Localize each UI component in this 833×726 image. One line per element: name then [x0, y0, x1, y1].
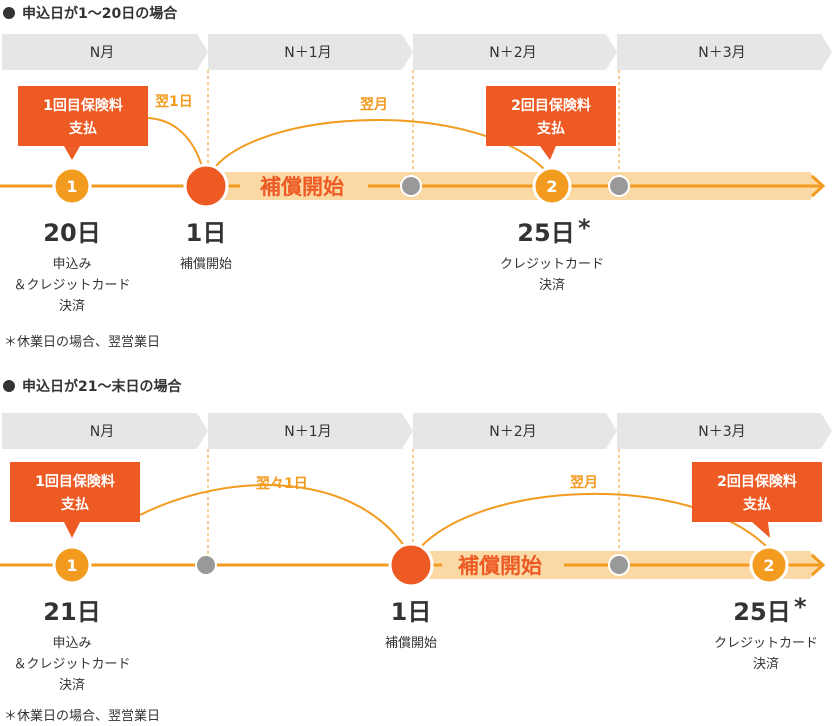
point-1-desc: 申込み — [52, 636, 91, 651]
callout-line: 1回目保険料 — [43, 97, 123, 114]
point-1-desc: ＆クレジットカード — [13, 657, 130, 672]
month-label: N＋1月 — [284, 45, 331, 61]
point-2-day: 1日 — [186, 219, 227, 247]
coverage-start-label: 補償開始 — [457, 554, 542, 578]
month-label: N＋1月 — [284, 424, 331, 440]
point-1-desc: 決済 — [59, 298, 85, 314]
point-1-day: 21日 — [43, 598, 100, 626]
month-segment — [413, 34, 617, 70]
month-label: N月 — [90, 424, 114, 440]
point-3-desc: クレジットカード — [500, 257, 604, 272]
callout-first-payment: 1回目保険料 支払 — [18, 86, 148, 160]
section-2-heading: 申込日が21～末日の場合 — [22, 378, 182, 395]
point-3-star: * — [578, 214, 591, 242]
marker-2 — [749, 545, 789, 585]
point-3-desc: 決済 — [753, 656, 779, 672]
point-1-desc: ＆クレジットカード — [13, 278, 130, 293]
callout-line: 支払 — [68, 120, 97, 137]
callout-first-payment: 1回目保険料 支払 — [10, 462, 140, 538]
month-label: N月 — [90, 45, 114, 61]
gray-dot — [195, 554, 217, 576]
section-1-heading: 申込日が1～20日の場合 — [22, 5, 178, 22]
month-label: N＋2月 — [489, 424, 536, 440]
point-3-desc: 決済 — [539, 277, 565, 293]
point-1-day: 20日 — [43, 219, 100, 247]
point-1-desc: 決済 — [59, 677, 85, 693]
callout-line: 支払 — [536, 120, 565, 137]
month-segment — [617, 34, 832, 70]
callout-line: 支払 — [742, 496, 771, 513]
month-segment — [413, 413, 617, 449]
timeline-arrow-icon — [810, 174, 826, 198]
month-segment — [2, 34, 208, 70]
point-2-day: 1日 — [391, 598, 432, 626]
callout-line: 支払 — [60, 496, 89, 513]
callout-line: 2回目保険料 — [717, 473, 797, 490]
arc-label: 翌1日 — [155, 94, 193, 110]
section-1: 申込日が1～20日の場合 N月 N＋1月 N＋2月 N＋3月 翌1日 翌月 補償… — [0, 5, 832, 350]
month-label: N＋3月 — [698, 424, 745, 440]
month-bar: N月 N＋1月 N＋2月 N＋3月 — [2, 34, 832, 70]
point-3-star: * — [794, 593, 807, 621]
point-3-desc: クレジットカード — [714, 636, 818, 651]
coverage-start-dot — [183, 163, 229, 209]
point-2-desc: 補償開始 — [385, 636, 437, 651]
arc-after-next-1st — [139, 484, 411, 556]
month-label: N＋3月 — [698, 45, 745, 61]
footnote: ＊休業日の場合、翌営業日 — [4, 334, 160, 350]
marker-1 — [52, 166, 92, 206]
timeline-arrow-icon — [810, 553, 826, 577]
band-label-bg — [442, 555, 564, 575]
callout-line: 1回目保険料 — [35, 473, 115, 490]
callout-second-payment: 2回目保険料 支払 — [692, 462, 822, 538]
point-3-day: 25日 — [733, 598, 790, 626]
month-bar: N月 N＋1月 N＋2月 N＋3月 — [2, 413, 832, 449]
coverage-start-dot — [388, 542, 434, 588]
marker-2-label: 2 — [763, 556, 774, 575]
point-3-day: 25日 — [517, 219, 574, 247]
bullet-icon — [3, 7, 15, 19]
section-2: 申込日が21～末日の場合 N月 N＋1月 N＋2月 N＋3月 翌々1日 翌月 補… — [0, 378, 832, 724]
coverage-start-label: 補償開始 — [259, 175, 344, 199]
month-segment — [208, 34, 413, 70]
point-1-desc: 申込み — [52, 257, 91, 272]
month-segment — [2, 413, 208, 449]
marker-1 — [52, 545, 92, 585]
marker-1-label: 1 — [66, 177, 77, 196]
gray-dot — [608, 554, 630, 576]
callout-second-payment: 2回目保険料 支払 — [486, 86, 616, 160]
marker-1-label: 1 — [66, 556, 77, 575]
gray-dot — [608, 175, 630, 197]
gray-dot — [400, 175, 422, 197]
arc-label: 翌月 — [570, 475, 598, 491]
footnote: ＊休業日の場合、翌営業日 — [4, 708, 160, 724]
bullet-icon — [3, 380, 15, 392]
month-segment — [208, 413, 413, 449]
marker-2-label: 2 — [546, 177, 557, 196]
arc-label: 翌月 — [360, 97, 388, 113]
point-2-desc: 補償開始 — [180, 257, 232, 272]
month-label: N＋2月 — [489, 45, 536, 61]
band-label-bg — [240, 176, 368, 196]
arc-label: 翌々1日 — [256, 476, 308, 492]
month-segment — [617, 413, 832, 449]
callout-line: 2回目保険料 — [511, 97, 591, 114]
marker-2 — [532, 166, 572, 206]
